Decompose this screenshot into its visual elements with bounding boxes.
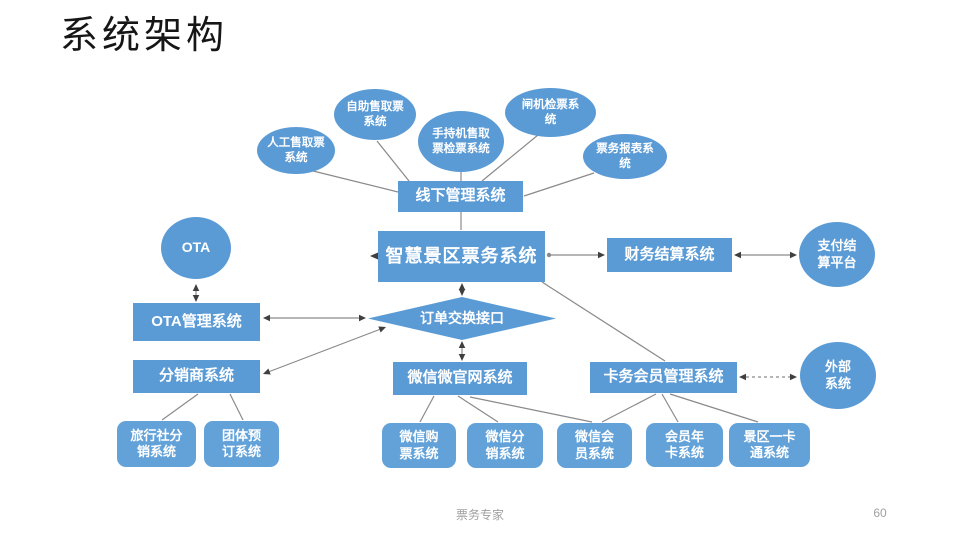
node-ota-management: OTA管理系统 (133, 303, 260, 341)
node-wechat-member: 微信会 员系统 (557, 423, 632, 468)
node-scenic-one-card: 景区一卡 通系统 (729, 423, 810, 467)
node-wechat-distribution: 微信分 销系统 (467, 423, 543, 468)
node-manual-ticketing: 人工售取票 系统 (257, 127, 335, 174)
node-card-member-management: 卡务会员管理系统 (590, 362, 737, 393)
node-group-booking: 团体预 订系统 (204, 421, 279, 467)
node-wechat-ticket-purchase: 微信购 票系统 (382, 423, 456, 468)
node-wechat-micro-site: 微信微官网系统 (393, 362, 527, 395)
node-financial-settlement: 财务结算系统 (607, 238, 732, 272)
node-offline-management: 线下管理系统 (398, 181, 523, 212)
page-number: 60 (873, 506, 887, 520)
slide-title: 系统架构 (60, 15, 229, 57)
node-travel-agency-distribution: 旅行社分 销系统 (117, 421, 196, 467)
node-self-service-ticketing: 自助售取票 系统 (334, 89, 416, 140)
node-external-system: 外部 系统 (800, 342, 876, 409)
node-ticket-report: 票务报表系 统 (583, 134, 667, 179)
node-payment-platform: 支付结 算平台 (799, 222, 875, 287)
node-distributor: 分销商系统 (133, 360, 260, 393)
footer-text: 票务专家 (455, 508, 504, 522)
node-ota: OTA (161, 217, 231, 279)
node-smart-scenic-ticketing: 智慧景区票务系统 (378, 231, 545, 282)
node-handheld-ticketing: 手持机售取 票检票系统 (418, 111, 504, 172)
node-gate-ticket-check: 闸机检票系 统 (505, 88, 596, 137)
node-member-annual-card: 会员年 卡系统 (646, 423, 723, 467)
